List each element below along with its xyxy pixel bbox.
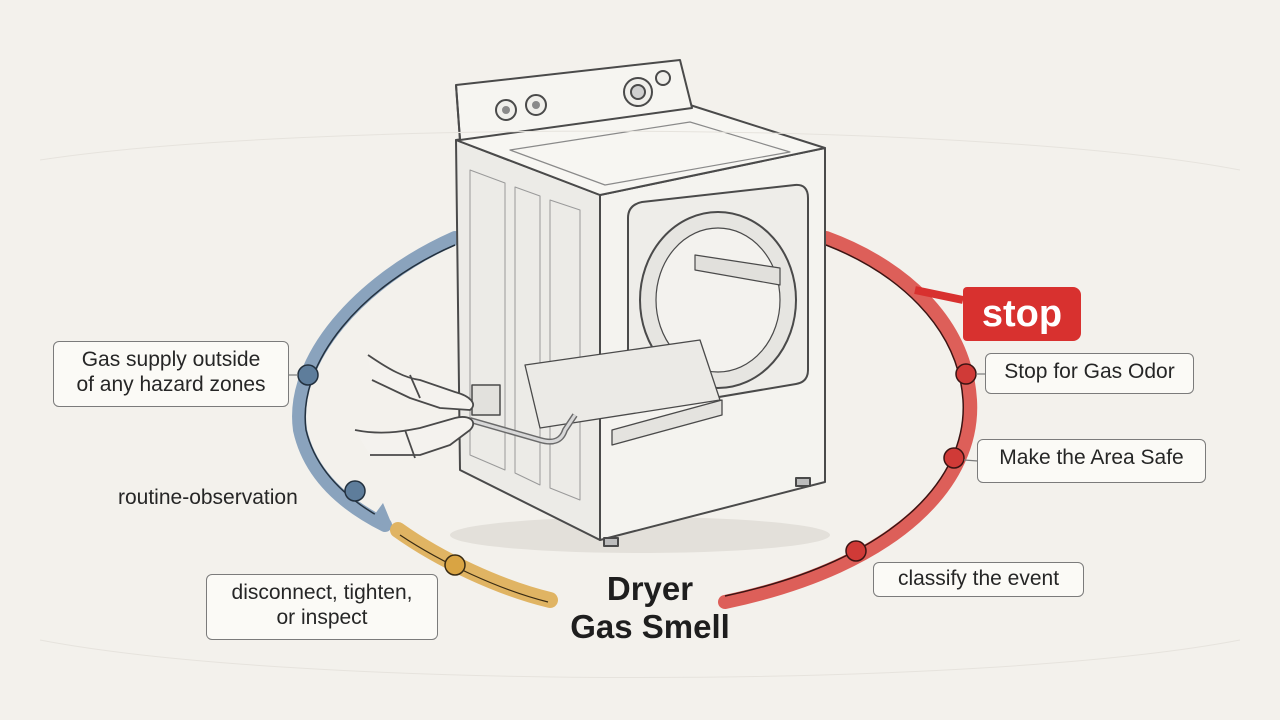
title-line2: Gas Smell [570, 608, 730, 645]
node-supply [297, 364, 319, 386]
label-disconnect-line1: disconnect, tighten, [231, 581, 413, 604]
label-routine-observation: routine-observation [118, 486, 298, 509]
node-routine [344, 480, 366, 502]
hands-illustration [354, 354, 475, 459]
diagram-title: Dryer Gas Smell [530, 570, 770, 646]
label-make-area-safe: Make the Area Safe [977, 439, 1206, 483]
label-stop-gas-odor: Stop for Gas Odor [985, 353, 1194, 394]
red-arc [718, 231, 978, 609]
node-action [444, 554, 466, 576]
orange-arc-inner-line [399, 534, 549, 603]
label-disconnect-line2: or inspect [276, 606, 368, 629]
blue-arc [292, 231, 462, 532]
background-curves [39, 130, 1241, 678]
label-gas-supply-line2: of any hazard zones [76, 373, 266, 396]
label-gas-supply-line1: Gas supply outside [81, 348, 261, 371]
label-disconnect: disconnect, tighten, or inspect [206, 574, 438, 640]
title-line1: Dryer [606, 570, 694, 607]
node-classify [845, 540, 867, 562]
blue-arc-arrowhead [372, 503, 395, 532]
node-stop-odor [955, 363, 977, 385]
node-make-safe [943, 447, 965, 469]
stop-badge-text: stop [981, 293, 1063, 335]
orange-arc [390, 522, 558, 608]
label-classify-event: classify the event [873, 562, 1084, 597]
connector-make-safe [963, 459, 979, 462]
dryer-illustration [450, 59, 830, 553]
badge-connector [914, 286, 964, 304]
stop-badge: stop [963, 287, 1081, 341]
label-gas-supply: Gas supply outside of any hazard zones [53, 341, 289, 407]
